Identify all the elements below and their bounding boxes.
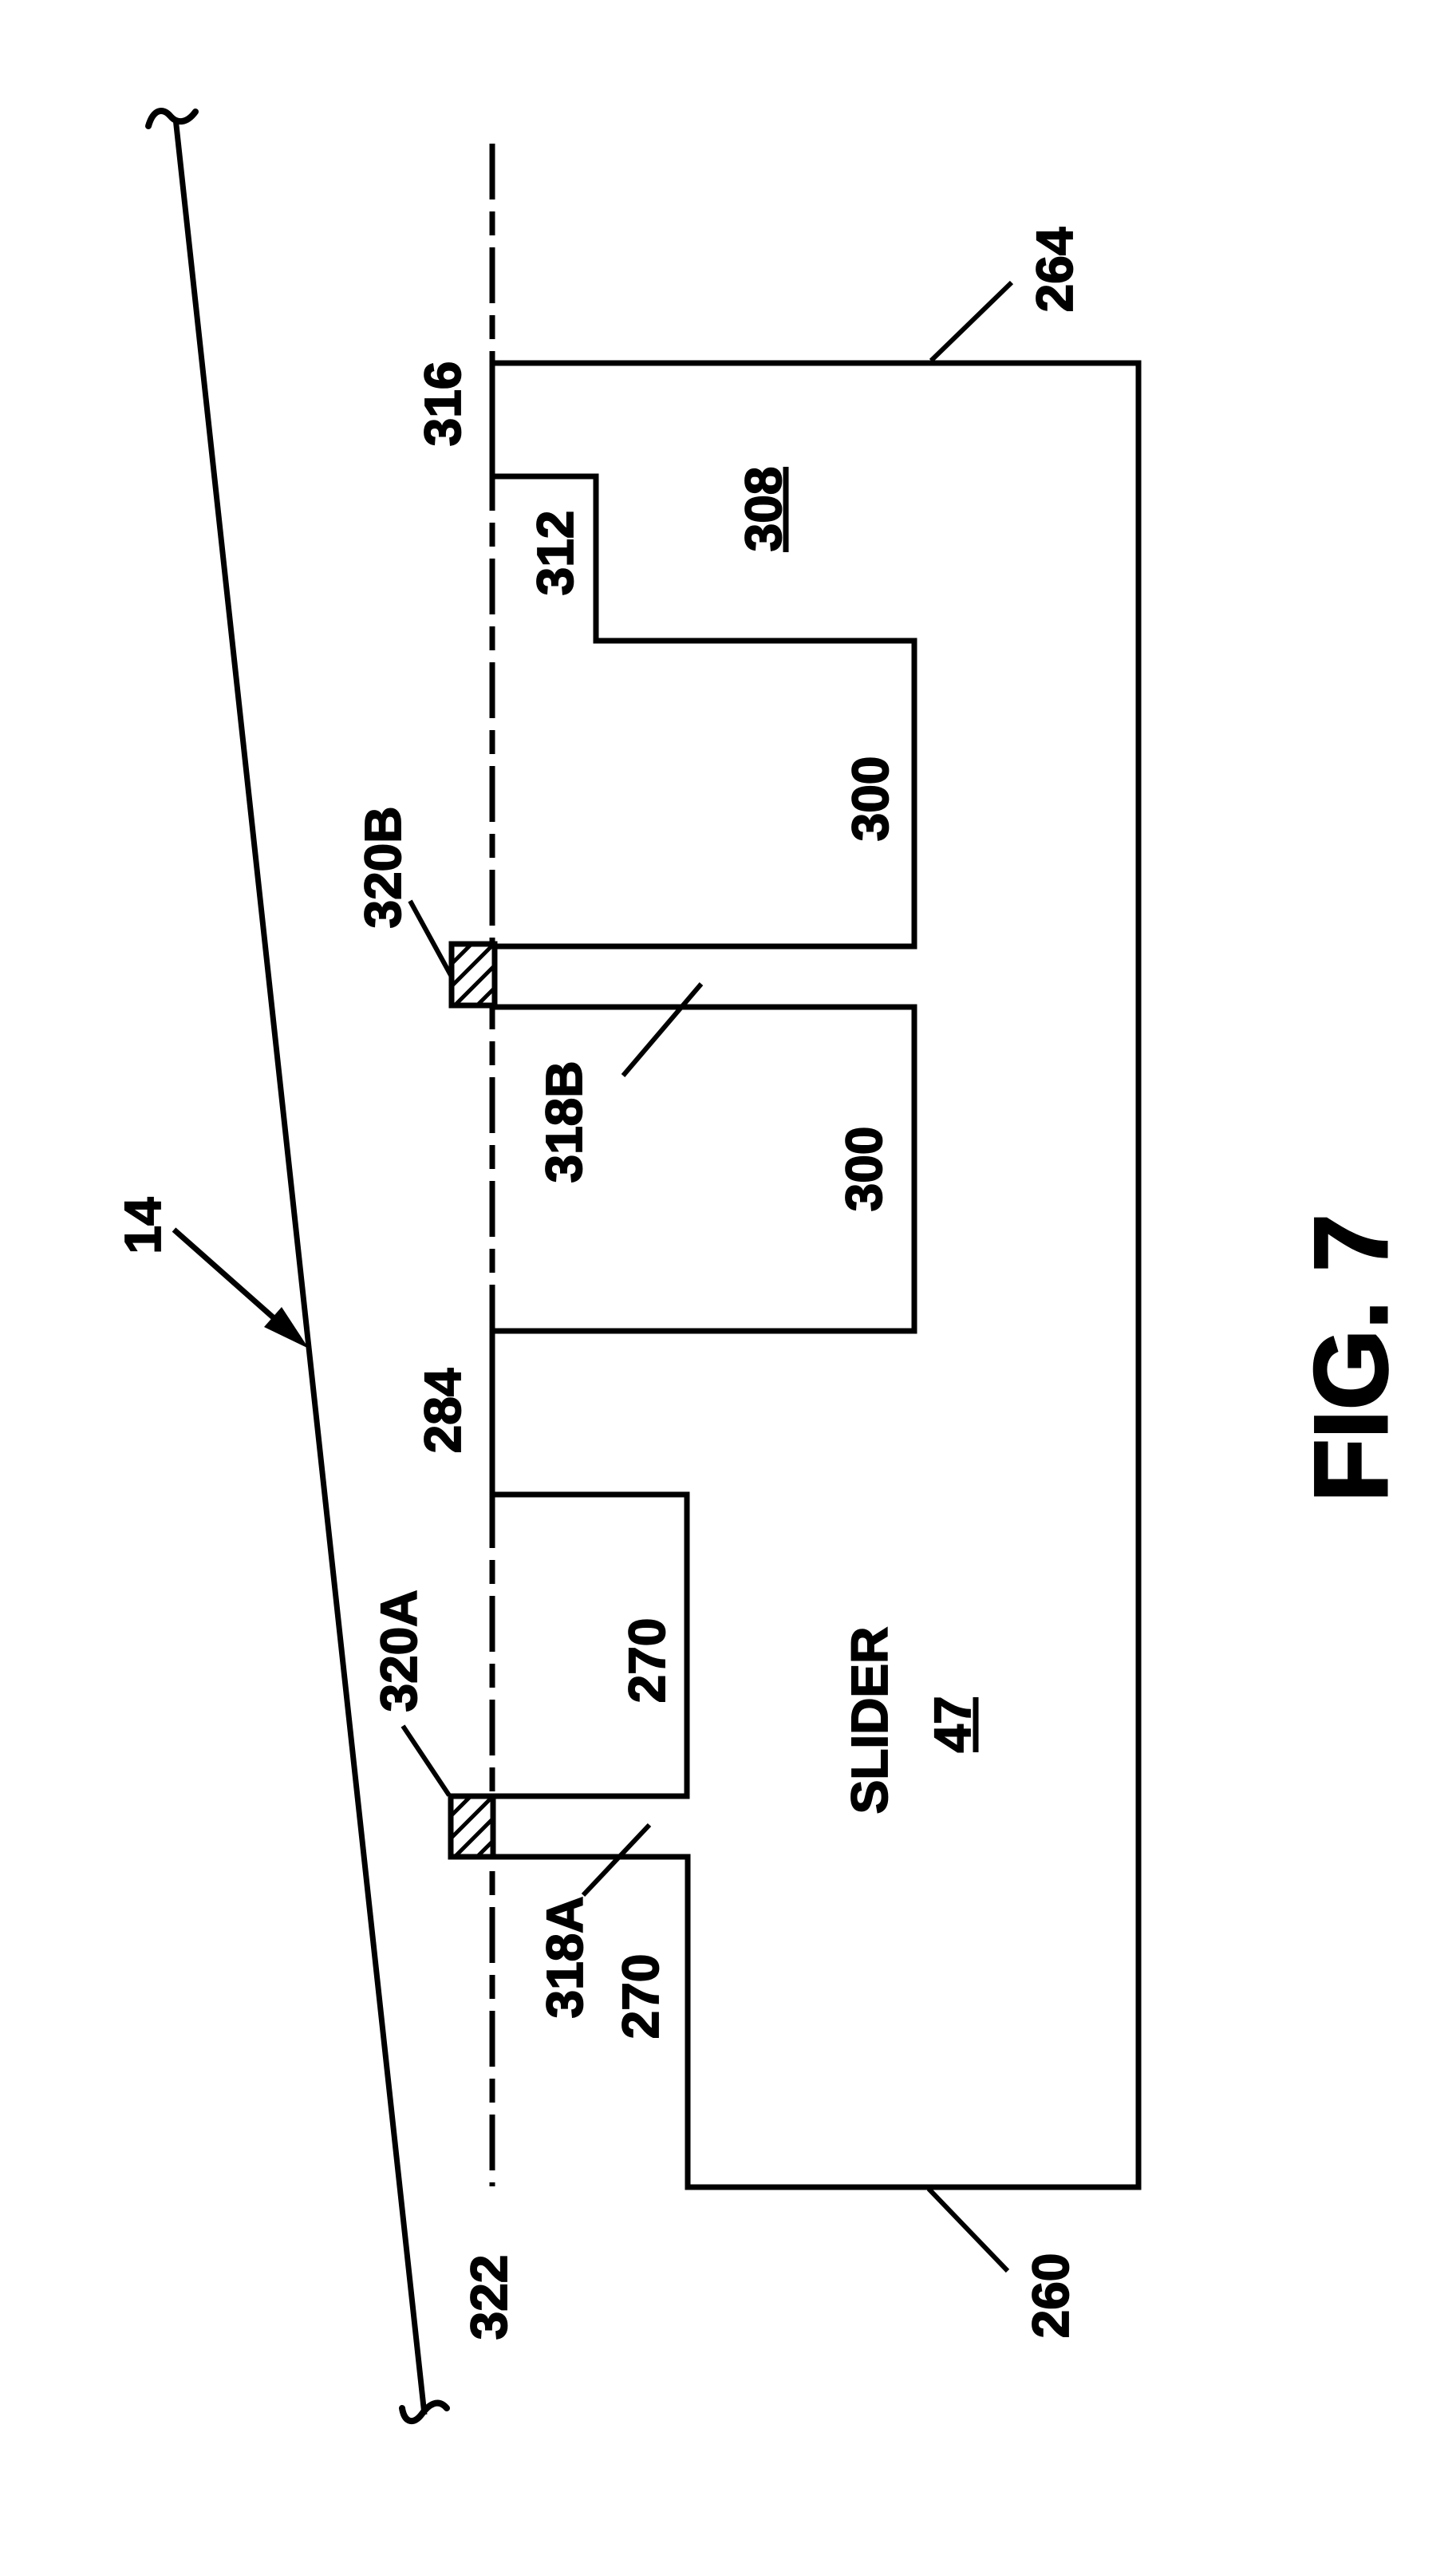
svg-text:320B: 320B [354, 807, 412, 929]
svg-text:270: 270 [612, 1954, 669, 2040]
svg-text:300: 300 [835, 1127, 893, 1212]
svg-text:316: 316 [414, 361, 472, 447]
svg-text:284: 284 [414, 1368, 472, 1453]
svg-text:270: 270 [618, 1618, 676, 1704]
svg-text:FIG. 7: FIG. 7 [1292, 1214, 1409, 1502]
svg-text:312: 312 [527, 511, 584, 596]
svg-text:SLIDER: SLIDER [841, 1627, 898, 1815]
svg-text:47: 47 [924, 1696, 981, 1752]
svg-text:260: 260 [1022, 2253, 1079, 2339]
svg-text:14: 14 [114, 1197, 172, 1254]
svg-text:318B: 318B [535, 1061, 593, 1183]
svg-text:322: 322 [460, 2255, 518, 2340]
svg-text:300: 300 [842, 756, 899, 842]
svg-text:318A: 318A [536, 1897, 594, 2019]
svg-text:264: 264 [1026, 227, 1083, 312]
svg-text:320A: 320A [370, 1590, 428, 1712]
